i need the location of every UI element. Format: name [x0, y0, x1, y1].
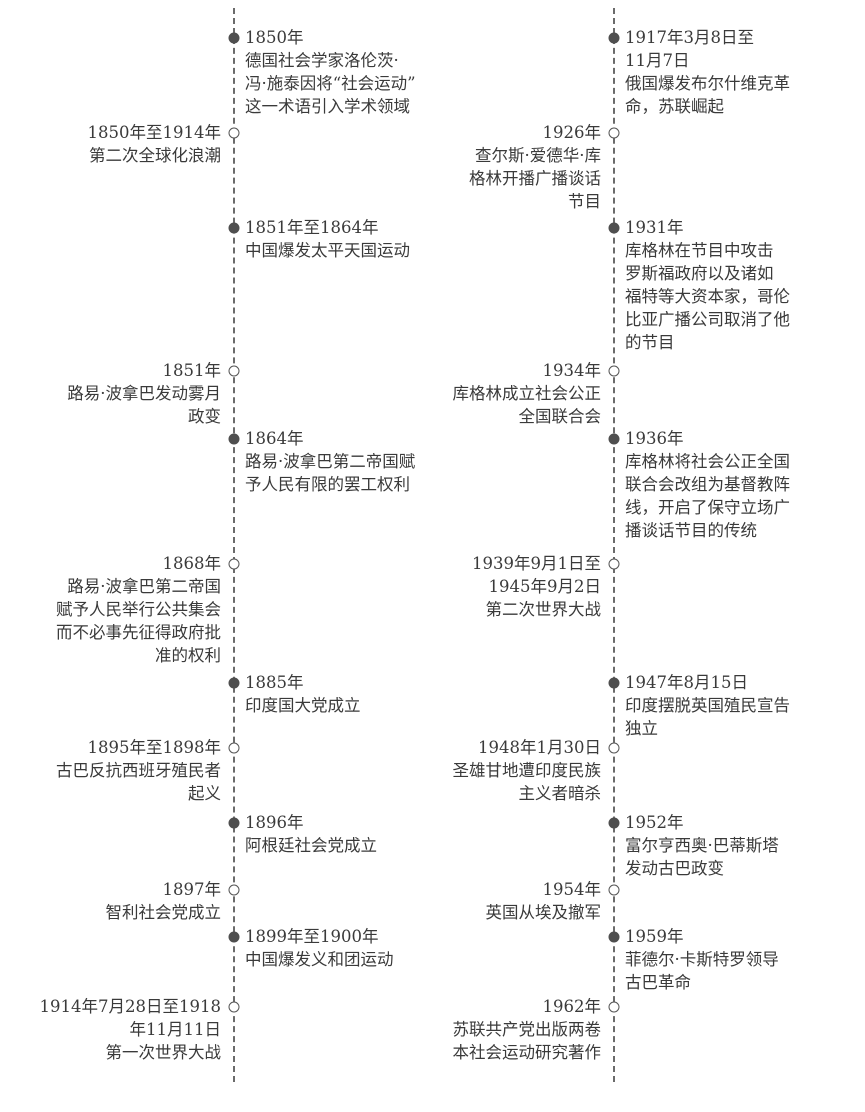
event-date: 1948年1月30日	[478, 738, 601, 757]
event-description: 中国爆发义和团运动	[245, 950, 394, 969]
event-marker-filled	[228, 222, 240, 234]
event-marker-open	[608, 884, 620, 896]
timeline-event: 1850年德国社会学家洛伦茨· 冯·施泰因将“社会运动” 这一术语引入学术领域	[245, 26, 416, 118]
event-marker-open	[608, 127, 620, 139]
event-marker-filled	[608, 677, 620, 689]
event-date: 1885年	[245, 673, 304, 692]
event-date: 1954年	[542, 880, 602, 899]
timeline-event: 1885年印度国大党成立	[245, 671, 361, 717]
event-marker-open	[228, 742, 240, 754]
timeline-event: 1851年路易·波拿巴发动雾月 政变	[6, 359, 221, 428]
event-marker-filled	[608, 931, 620, 943]
event-marker-open	[228, 365, 240, 377]
timeline-event: 1934年库格林成立社会公正 全国联合会	[386, 359, 602, 428]
timeline-event: 1948年1月30日圣雄甘地遭印度民族 主义者暗杀	[386, 736, 602, 805]
timeline-event: 1954年英国从埃及撤军	[386, 878, 602, 924]
event-date: 1947年8月15日	[625, 673, 748, 692]
event-description: 查尔斯·爱德华·库 格林开播广播谈话 节目	[469, 146, 601, 211]
event-date: 1850年至1914年	[87, 123, 221, 142]
event-marker-filled	[608, 32, 620, 44]
event-marker-open	[608, 558, 620, 570]
event-date: 1926年	[542, 123, 602, 142]
event-description: 富尔亨西奥·巴蒂斯塔 发动古巴政变	[625, 836, 779, 878]
event-description: 英国从埃及撤军	[485, 903, 602, 922]
event-date: 1952年	[625, 813, 684, 832]
event-description: 第二次世界大战	[485, 600, 602, 619]
event-description: 路易·波拿巴发动雾月 政变	[67, 384, 221, 426]
event-marker-filled	[228, 931, 240, 943]
timeline-event: 1897年智利社会党成立	[6, 878, 222, 924]
event-date: 1959年	[625, 927, 684, 946]
event-marker-open	[228, 1001, 240, 1013]
timeline-event: 1895年至1898年古巴反抗西班牙殖民者 起义	[6, 736, 221, 805]
timeline-event: 1962年苏联共产党出版两卷 本社会运动研究著作	[386, 995, 602, 1064]
event-description: 印度摆脱英国殖民宣告 独立	[625, 696, 790, 738]
timeline-event: 1899年至1900年中国爆发义和团运动	[245, 925, 394, 971]
event-description: 古巴反抗西班牙殖民者 起义	[56, 761, 221, 803]
event-description: 路易·波拿巴第二帝国赋 予人民有限的罢工权利	[245, 452, 416, 494]
timeline-event: 1850年至1914年第二次全球化浪潮	[6, 121, 221, 167]
event-date: 1851年至1864年	[245, 218, 379, 237]
event-description: 俄国爆发布尔什维克革 命，苏联崛起	[625, 74, 790, 116]
event-description: 智利社会党成立	[105, 903, 222, 922]
timeline-event: 1896年阿根廷社会党成立	[245, 811, 377, 857]
event-description: 印度国大党成立	[245, 696, 361, 715]
event-description: 库格林成立社会公正 全国联合会	[452, 384, 602, 426]
event-marker-open	[608, 742, 620, 754]
event-date: 1934年	[542, 361, 602, 380]
event-date: 1962年	[542, 997, 602, 1016]
event-date: 1897年	[162, 880, 222, 899]
event-date: 1895年至1898年	[87, 738, 221, 757]
event-description: 第二次全球化浪潮	[89, 146, 221, 165]
event-description: 圣雄甘地遭印度民族 主义者暗杀	[452, 761, 602, 803]
event-description: 阿根廷社会党成立	[245, 836, 377, 855]
timeline-event: 1939年9月1日至 1945年9月2日第二次世界大战	[386, 552, 601, 621]
event-description: 库格林在节目中攻击 罗斯福政府以及诸如 福特等大资本家，哥伦 比亚广播公司取消了…	[625, 241, 790, 352]
event-marker-filled	[608, 433, 620, 445]
event-marker-filled	[228, 817, 240, 829]
event-marker-filled	[228, 32, 240, 44]
event-marker-open	[228, 884, 240, 896]
timeline-event: 1851年至1864年中国爆发太平天国运动	[245, 216, 410, 262]
event-marker-filled	[228, 677, 240, 689]
event-marker-filled	[608, 817, 620, 829]
event-date: 1917年3月8日至 11月7日	[625, 28, 754, 70]
event-date: 1864年	[245, 429, 304, 448]
event-marker-open	[228, 127, 240, 139]
event-date: 1936年	[625, 429, 684, 448]
event-marker-filled	[228, 433, 240, 445]
event-date: 1931年	[625, 218, 684, 237]
event-date: 1914年7月28日至1918 年11月11日	[39, 997, 221, 1039]
timeline-event: 1926年查尔斯·爱德华·库 格林开播广播谈话 节目	[386, 121, 601, 213]
event-marker-open	[228, 558, 240, 570]
event-date: 1851年	[162, 361, 222, 380]
event-date: 1868年	[162, 554, 222, 573]
event-marker-open	[608, 365, 620, 377]
event-date: 1896年	[245, 813, 304, 832]
event-description: 库格林将社会公正全国 联合会改组为基督教阵 线，开启了保守立场广 播谈话节目的传…	[625, 452, 790, 540]
timeline-event: 1914年7月28日至1918 年11月11日第一次世界大战	[6, 995, 221, 1064]
event-marker-open	[608, 1001, 620, 1013]
timeline-event: 1947年8月15日印度摆脱英国殖民宣告 独立	[625, 671, 790, 740]
timeline-event: 1868年路易·波拿巴第二帝国 赋予人民举行公共集会 而不必事先征得政府批 准的…	[6, 552, 221, 667]
timeline-event: 1917年3月8日至 11月7日俄国爆发布尔什维克革 命，苏联崛起	[625, 26, 790, 118]
event-description: 苏联共产党出版两卷 本社会运动研究著作	[452, 1020, 602, 1062]
event-date: 1899年至1900年	[245, 927, 379, 946]
timeline-axis-right	[613, 8, 615, 1082]
timeline-event: 1864年路易·波拿巴第二帝国赋 予人民有限的罢工权利	[245, 427, 415, 496]
timeline-event: 1931年库格林在节目中攻击 罗斯福政府以及诸如 福特等大资本家，哥伦 比亚广播…	[625, 216, 790, 354]
event-date: 1850年	[245, 28, 304, 47]
timeline-event: 1952年富尔亨西奥·巴蒂斯塔 发动古巴政变	[625, 811, 779, 880]
event-description: 路易·波拿巴第二帝国 赋予人民举行公共集会 而不必事先征得政府批 准的权利	[56, 577, 221, 665]
event-description: 菲德尔·卡斯特罗领导 古巴革命	[625, 950, 779, 992]
event-date: 1939年9月1日至 1945年9月2日	[472, 554, 601, 596]
timeline-event: 1959年菲德尔·卡斯特罗领导 古巴革命	[625, 925, 779, 994]
timeline-event: 1936年库格林将社会公正全国 联合会改组为基督教阵 线，开启了保守立场广 播谈…	[625, 427, 790, 542]
timeline-axis-left	[233, 8, 235, 1082]
event-description: 中国爆发太平天国运动	[245, 241, 410, 260]
event-description: 第一次世界大战	[105, 1043, 222, 1062]
event-marker-filled	[608, 222, 620, 234]
event-description: 德国社会学家洛伦茨· 冯·施泰因将“社会运动” 这一术语引入学术领域	[245, 51, 416, 116]
